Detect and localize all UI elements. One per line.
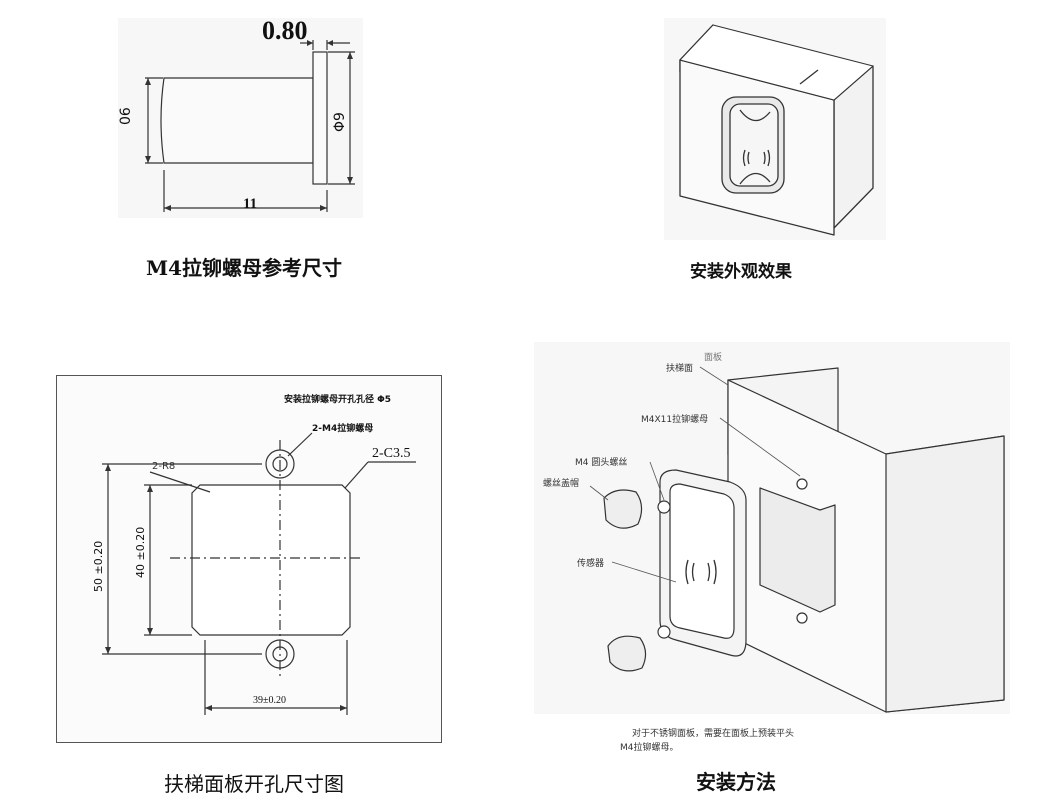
panel2-caption: 安装外观效果 <box>690 262 792 282</box>
screw-cap-label: 螺丝盖帽 <box>543 479 580 489</box>
width-dimension: 39±0.20 <box>253 695 286 706</box>
stainless-steel-note-line2: M4拉铆螺母。 <box>620 743 679 753</box>
flange-thickness-dimension: 0.80 <box>262 16 308 45</box>
panel-label: 面板 <box>704 353 723 363</box>
hole-diameter-note: 安装拉铆螺母开孔孔径 Φ5 <box>284 395 392 405</box>
radius-label: 2-R8 <box>152 461 176 472</box>
length-dimension: 11 <box>243 196 258 212</box>
rivet-nut-label: 2-M4拉铆螺母 <box>312 424 374 434</box>
panel4-caption: 安装方法 <box>696 770 776 794</box>
panel3-caption: 扶梯面板开孔尺寸图 <box>164 772 344 796</box>
rivet-nut-label: M4X11拉铆螺母 <box>641 415 709 425</box>
screw-label: M4 圆头螺丝 <box>575 458 628 468</box>
sensor-label: 传感器 <box>577 559 605 569</box>
chamfer-label: 2-C3.5 <box>372 446 411 461</box>
stainless-steel-note-line1: 对于不锈钢面板，需要在面板上预装平头 <box>632 729 795 739</box>
escalator-face-label: 扶梯面 <box>666 364 694 374</box>
panel1-caption: M4拉铆螺母参考尺寸 <box>146 256 343 280</box>
